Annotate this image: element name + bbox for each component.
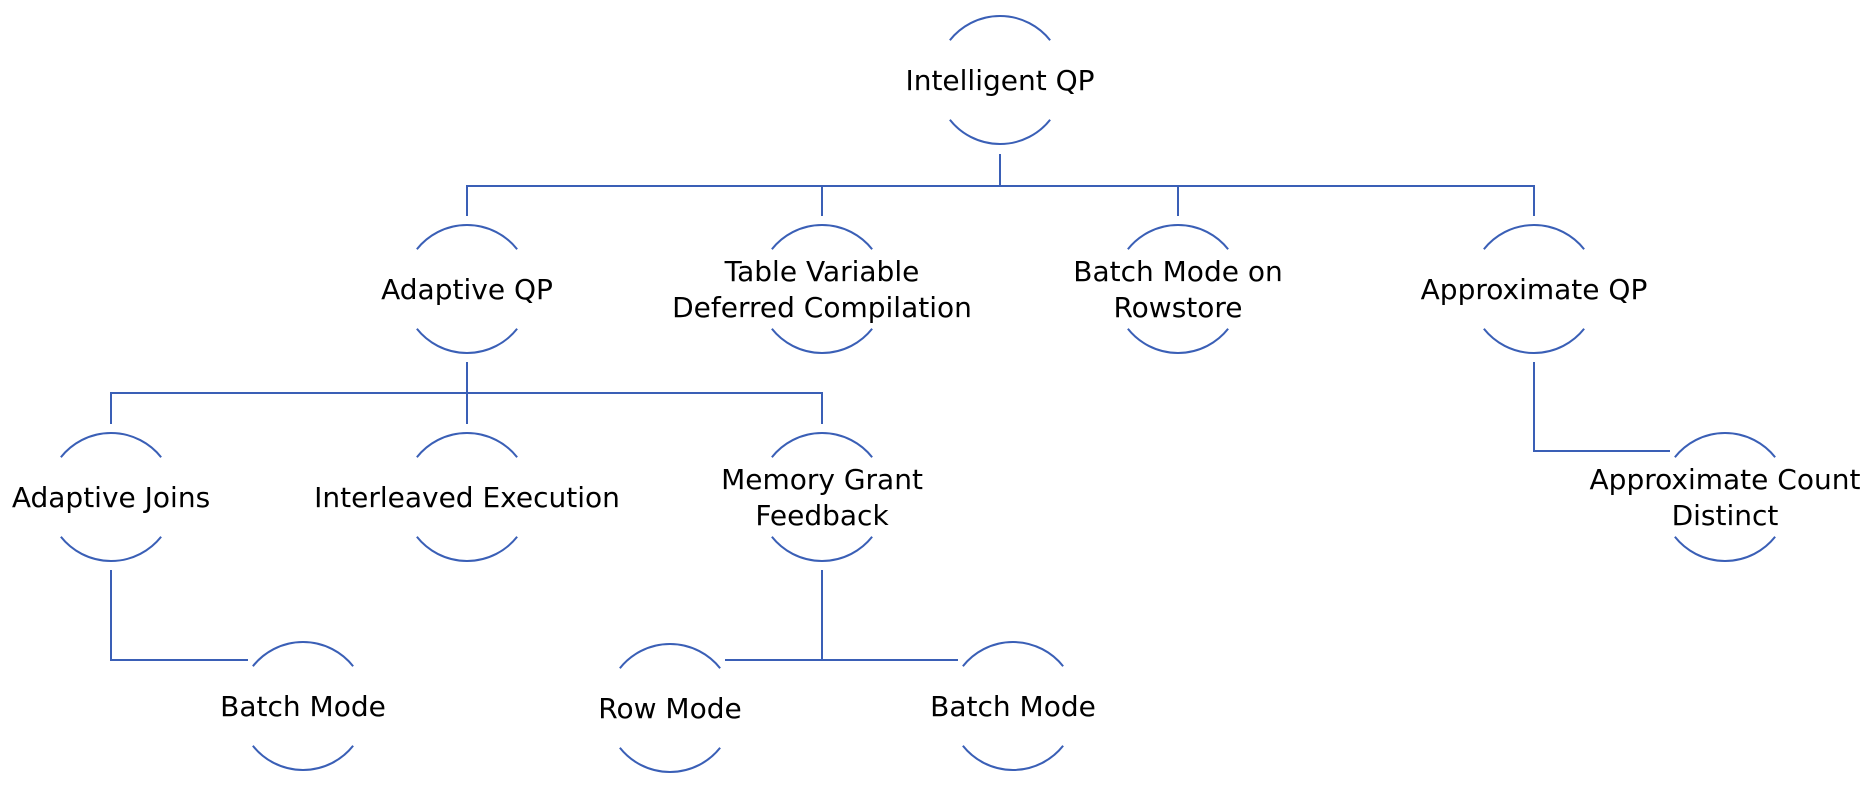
node-top-arc: [619, 643, 721, 669]
node-top-arc: [1127, 224, 1229, 250]
node-label: Row Mode: [598, 692, 741, 725]
node-top-arc: [771, 432, 873, 458]
node-label-line: Feedback: [755, 499, 889, 532]
node-label-line: Row Mode: [598, 692, 741, 725]
node-label-line: Approximate Count: [1590, 463, 1861, 496]
node-label-line: Adaptive Joins: [12, 481, 210, 514]
node-bottom-arc: [252, 745, 354, 771]
node-batch-mode-adaptive-joins: Batch Mode: [220, 641, 386, 771]
node-label-line: Interleaved Execution: [314, 481, 620, 514]
node-top-arc: [416, 432, 518, 458]
connector-memory-grant-feedback-to-batch-mode-memory-grant: [821, 570, 958, 661]
node-top-arc: [962, 641, 1064, 667]
node-top-arc: [416, 224, 518, 250]
node-bottom-arc: [771, 328, 873, 354]
node-bottom-arc: [619, 747, 721, 773]
node-bottom-arc: [1127, 328, 1229, 354]
node-label: Approximate QP: [1421, 273, 1648, 306]
node-bottom-arc: [949, 119, 1051, 145]
node-bottom-arc: [771, 536, 873, 562]
node-bottom-arc: [416, 328, 518, 354]
node-intelligent-qp: Intelligent QP: [905, 15, 1095, 145]
node-label-line: Batch Mode on: [1073, 255, 1282, 288]
node-label-line: Table Variable: [724, 255, 920, 288]
node-label-line: Distinct: [1672, 499, 1779, 532]
node-row-mode: Row Mode: [598, 643, 742, 773]
node-label: Adaptive QP: [381, 273, 553, 306]
node-bottom-arc: [60, 536, 162, 562]
node-label-line: Batch Mode: [930, 690, 1096, 723]
node-label-line: Rowstore: [1113, 291, 1242, 324]
node-top-arc: [1483, 224, 1585, 250]
node-adaptive-joins: Adaptive Joins: [12, 432, 210, 562]
node-bottom-arc: [1483, 328, 1585, 354]
node-top-arc: [771, 224, 873, 250]
node-label-line: Intelligent QP: [905, 64, 1094, 97]
node-batch-mode-memory-grant: Batch Mode: [930, 641, 1096, 771]
node-bottom-arc: [1674, 536, 1776, 562]
connector-intelligent-qp-to-table-variable-deferred-compilation: [821, 154, 1001, 216]
node-top-arc: [60, 432, 162, 458]
connector-approximate-qp-to-approximate-count-distinct: [1533, 362, 1670, 452]
connector-adaptive-qp-to-adaptive-joins: [110, 362, 468, 424]
connector-intelligent-qp-to-approximate-qp: [999, 154, 1535, 216]
node-top-arc: [949, 15, 1051, 41]
node-label: Batch Mode: [220, 690, 386, 723]
connector-memory-grant-feedback-to-row-mode: [725, 570, 823, 661]
node-label-line: Adaptive QP: [381, 273, 553, 306]
connector-adaptive-qp-to-memory-grant-feedback: [466, 362, 823, 424]
node-top-arc: [1674, 432, 1776, 458]
node-label: Adaptive Joins: [12, 481, 210, 514]
connector-adaptive-joins-to-batch-mode-adaptive-joins: [110, 570, 248, 661]
node-bottom-arc: [416, 536, 518, 562]
node-label-line: Approximate QP: [1421, 273, 1648, 306]
node-label-line: Deferred Compilation: [672, 291, 972, 324]
node-label: Batch Mode: [930, 690, 1096, 723]
node-label-line: Memory Grant: [721, 463, 923, 496]
node-top-arc: [252, 641, 354, 667]
node-label: Interleaved Execution: [314, 481, 620, 514]
node-adaptive-qp: Adaptive QP: [381, 224, 553, 354]
node-label: Intelligent QP: [905, 64, 1094, 97]
node-bottom-arc: [962, 745, 1064, 771]
node-approximate-qp: Approximate QP: [1421, 224, 1648, 354]
node-label-line: Batch Mode: [220, 690, 386, 723]
connector-layer: [110, 154, 1670, 661]
node-interleaved-execution: Interleaved Execution: [314, 432, 620, 562]
